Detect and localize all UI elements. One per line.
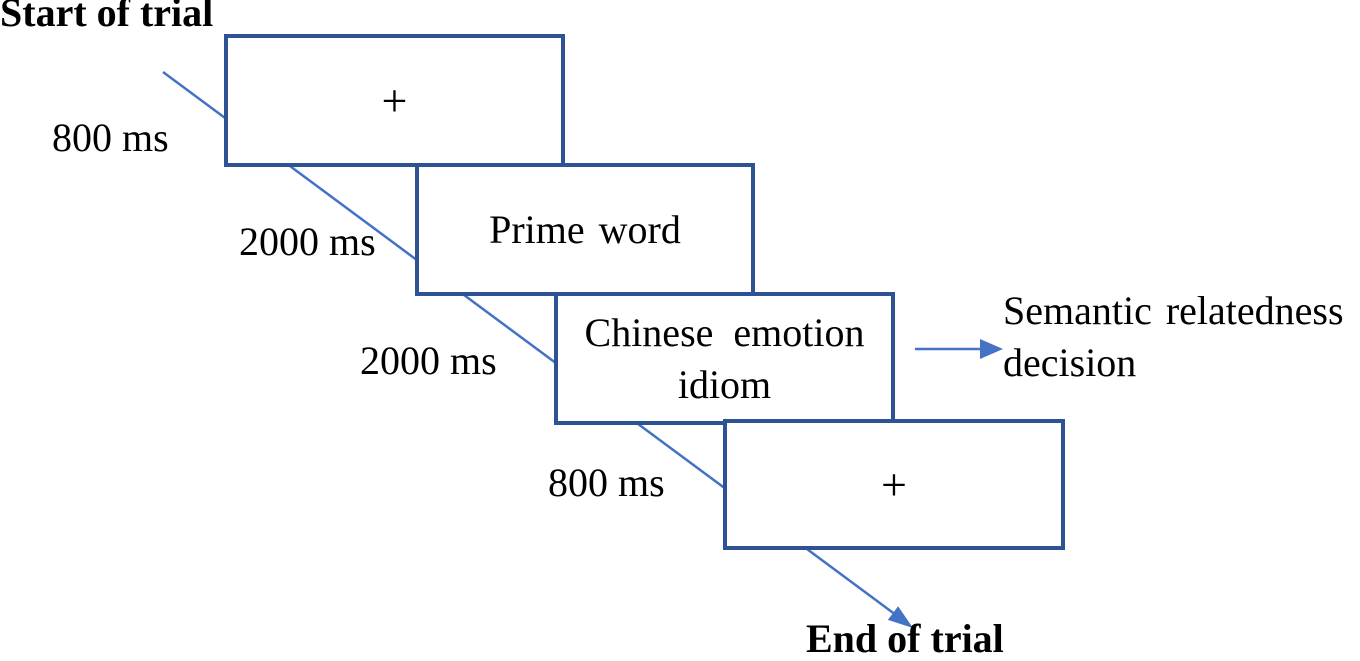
- screen-box-prime-word: [415, 163, 755, 296]
- start-of-trial-label: Start of trial: [0, 0, 214, 35]
- decision-label-line1: Semantic relatedness: [1003, 288, 1344, 333]
- decision-label-line2: decision: [1003, 340, 1137, 385]
- duration-label-fixation-2: 800 ms: [548, 460, 665, 505]
- fixation-cross-1: +: [381, 75, 408, 126]
- prime-word-label: Prime word: [489, 207, 681, 252]
- duration-label-fixation-1: 800 ms: [52, 115, 169, 160]
- screen-box-fixation-2: [723, 419, 1065, 550]
- decision-arrowhead-icon: [980, 339, 1003, 359]
- trial-timeline-arrowhead-icon: [887, 606, 913, 628]
- screen-box-emotion-idiom: [554, 292, 895, 425]
- decision-label: Semantic relatedness decision: [1003, 285, 1344, 389]
- duration-label-prime-word: 2000 ms: [239, 219, 376, 264]
- end-of-trial-label: End of trial: [806, 616, 1004, 661]
- duration-label-emotion-idiom: 2000 ms: [360, 338, 497, 383]
- fixation-cross-2: +: [881, 459, 907, 510]
- emotion-idiom-label-line1: Chinese emotion: [584, 309, 865, 355]
- screen-box-fixation-1: [224, 34, 565, 167]
- emotion-idiom-label-line2: idiom: [677, 361, 772, 407]
- emotion-idiom-label: Chinese emotion idiom: [556, 294, 893, 423]
